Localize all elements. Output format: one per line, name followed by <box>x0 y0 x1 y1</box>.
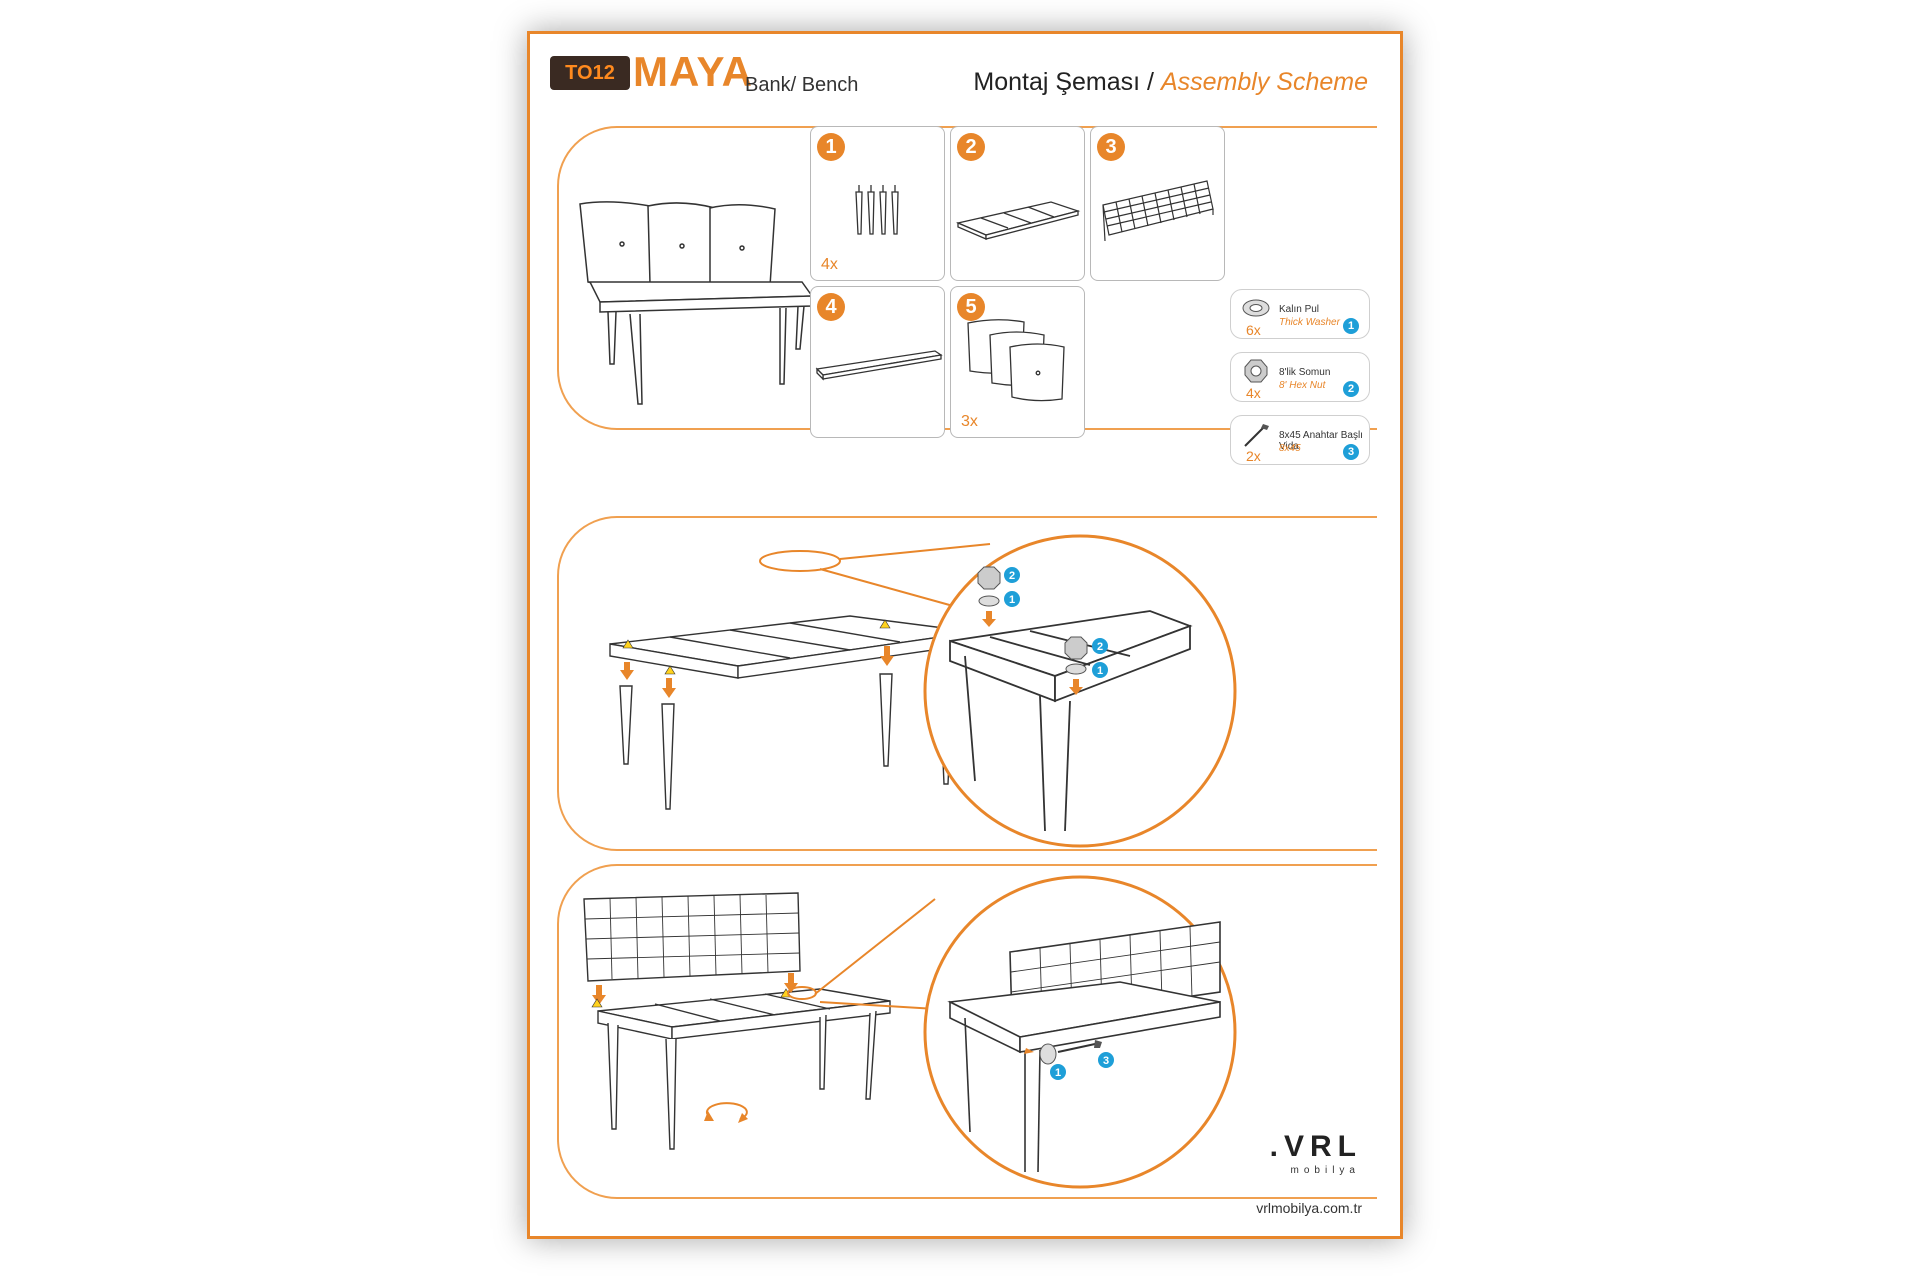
washer-badge: 1 <box>1055 1067 1061 1079</box>
part-quantity: 3x <box>961 413 978 430</box>
hardware-badge: 3 <box>1343 444 1359 460</box>
leg-assembly-illustration <box>609 615 976 810</box>
leg-icon <box>855 185 899 235</box>
hardware-item-screw: 8x45 Anahtar Başlı Vida 8x45 2x 3 <box>1230 415 1370 465</box>
backrest-detail-zoom: 1 3 <box>923 875 1237 1189</box>
product-title: MAYA <box>633 48 753 95</box>
step-legs-panel <box>557 516 1377 851</box>
nut-badge: 2 <box>1009 570 1015 582</box>
hardware-name-tr: Kalın Pul <box>1279 304 1320 315</box>
product-code: TO12 <box>550 56 630 90</box>
scheme-title-en: Assembly Scheme <box>1160 68 1368 96</box>
backrest-icon <box>1102 180 1214 242</box>
part-number: 3 <box>1097 133 1125 161</box>
hardware-name-tr: 8'lik Somun <box>1279 367 1331 378</box>
leg-detail-zoom: 2 1 2 1 <box>923 534 1237 848</box>
pillow-icon <box>967 319 1065 402</box>
washer-icon <box>1242 299 1270 317</box>
website-url: vrlmobilya.com.tr <box>1256 1200 1362 1216</box>
scheme-title-tr: Montaj Şeması / <box>973 68 1155 96</box>
hardware-quantity: 6x <box>1246 322 1261 338</box>
product-subtitle: Bank/ Bench <box>745 74 859 96</box>
finished-bench-illustration <box>579 201 814 405</box>
part-tile-legs: 1 4x <box>810 126 945 281</box>
screw-icon <box>1244 424 1269 447</box>
seat-cushion-icon <box>815 350 943 381</box>
part-number: 5 <box>957 293 985 321</box>
hardware-name-en: Thick Washer <box>1279 317 1340 328</box>
nut-badge: 2 <box>1097 641 1103 653</box>
part-quantity: 4x <box>821 256 838 273</box>
part-number: 4 <box>817 293 845 321</box>
hardware-quantity: 4x <box>1246 385 1261 401</box>
part-number: 1 <box>817 133 845 161</box>
part-tile-pillows: 5 3x <box>950 286 1085 438</box>
brand-logo-sub: mobilya <box>1290 1165 1360 1176</box>
assembly-sheet: TO12 MAYA Bank/ Bench Montaj Şeması / As… <box>527 31 1403 1239</box>
hardware-quantity: 2x <box>1246 448 1261 464</box>
backrest-assembly-illustration <box>583 892 891 1150</box>
hardware-item-washer: Kalın Pul Thick Washer 6x 1 <box>1230 289 1370 339</box>
part-tile-seat-frame: 2 <box>950 126 1085 281</box>
hardware-name-en: 8' Hex Nut <box>1279 380 1326 391</box>
hardware-name-en: 8x45 <box>1279 443 1301 454</box>
part-tile-seat-cushion: 4 <box>810 286 945 438</box>
part-tile-backrest: 3 <box>1090 126 1225 281</box>
step-backrest-panel <box>557 864 1377 1199</box>
hardware-badge: 2 <box>1343 381 1359 397</box>
washer-badge: 1 <box>1097 665 1103 677</box>
screw-badge: 3 <box>1103 1055 1109 1067</box>
part-number: 2 <box>957 133 985 161</box>
hardware-item-hex-nut: 8'lik Somun 8' Hex Nut 4x 2 <box>1230 352 1370 402</box>
seat-frame-icon <box>955 201 1081 240</box>
brand-logo: .VRL <box>1269 1130 1362 1163</box>
hex-nut-icon <box>1244 359 1268 383</box>
scheme-title: Montaj Şeması / Assembly Scheme <box>973 68 1368 97</box>
hardware-name-tr: 8x45 Anahtar Başlı Vida <box>1279 430 1363 452</box>
washer-badge: 1 <box>1009 594 1015 606</box>
hardware-badge: 1 <box>1343 318 1359 334</box>
